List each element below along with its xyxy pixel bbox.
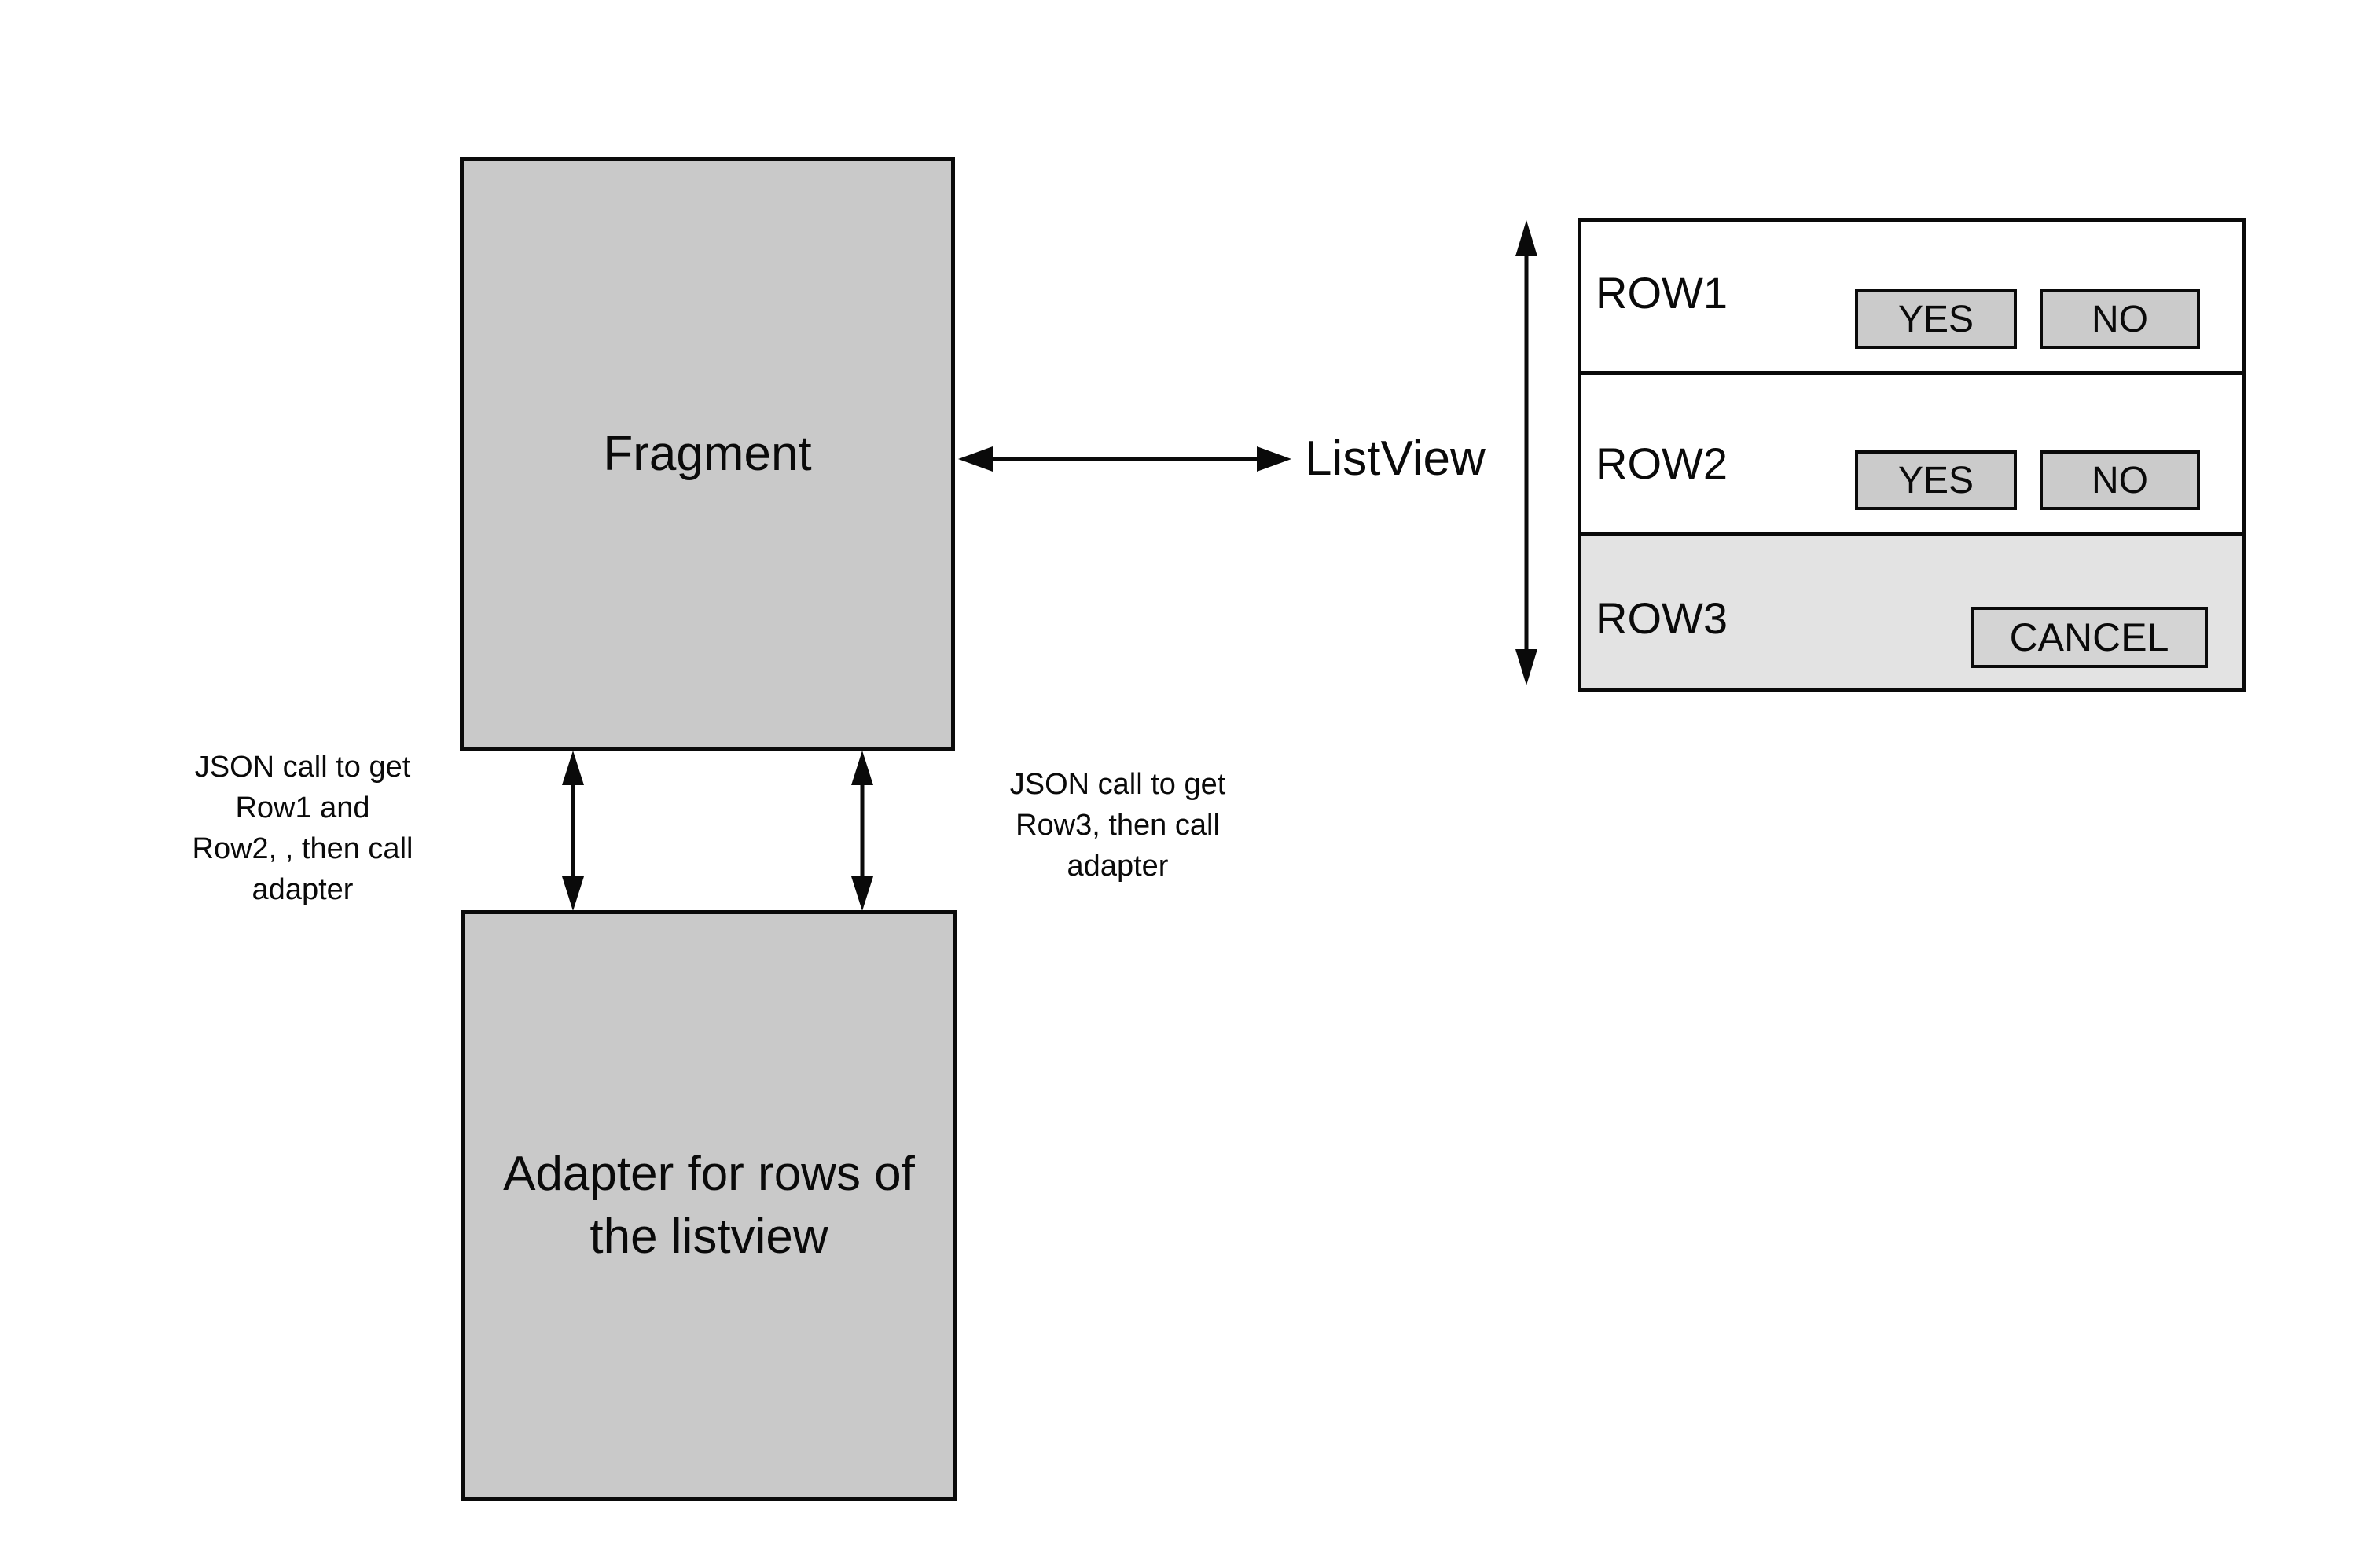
fragment-label: Fragment: [603, 426, 812, 481]
cancel-button-row3[interactable]: CANCEL: [1971, 607, 2208, 668]
fragment-listview-double-arrow: [958, 446, 1291, 472]
listview-row-2: ROW2 YES NO: [1581, 371, 2242, 532]
no-button-row1[interactable]: NO: [2040, 289, 2200, 349]
fragment-adapter-double-arrow-right: [851, 751, 873, 911]
listview-label: ListView: [1305, 431, 1486, 486]
listview-height-double-arrow: [1515, 220, 1537, 685]
fragment-box: Fragment: [460, 157, 955, 751]
listview-row-3: ROW3 CANCEL: [1581, 532, 2242, 688]
row1-label: ROW1: [1596, 268, 1728, 318]
listview-row-1: ROW1 YES NO: [1581, 222, 2242, 371]
listview-box: ROW1 YES NO ROW2 YES NO ROW3 CANCEL: [1578, 218, 2246, 692]
adapter-box: Adapter for rows of the listview: [461, 910, 957, 1501]
yes-button-row2[interactable]: YES: [1855, 450, 2017, 510]
json-note-right: JSON call to get Row3, then call adapter: [1009, 768, 1226, 883]
adapter-label: Adapter for rows of the listview: [503, 1147, 915, 1264]
fragment-adapter-double-arrow-left: [562, 751, 584, 911]
row3-label: ROW3: [1596, 593, 1728, 643]
no-button-row2[interactable]: NO: [2040, 450, 2200, 510]
row2-label: ROW2: [1596, 439, 1728, 488]
json-note-left: JSON call to get Row1 and Row2, , then c…: [192, 751, 413, 906]
yes-button-row1[interactable]: YES: [1855, 289, 2017, 349]
